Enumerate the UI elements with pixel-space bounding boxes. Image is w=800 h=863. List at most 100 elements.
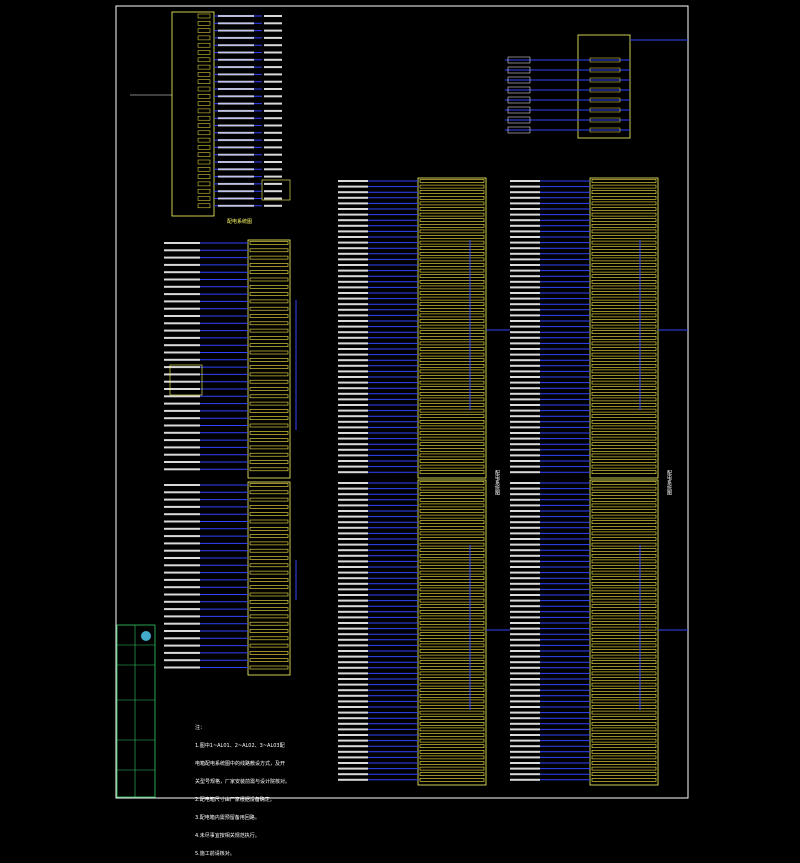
right-upper-breaker <box>591 363 657 368</box>
right-lower-circuit-label <box>510 610 540 613</box>
center-lower-circuit-label <box>338 717 368 720</box>
right-lower-breaker <box>591 777 657 782</box>
center-upper-circuit-label <box>338 308 368 311</box>
mid-left-upper-circuit-label <box>164 336 200 339</box>
center-upper-circuit-label <box>338 420 368 423</box>
top-left-breaker <box>197 152 211 157</box>
center-upper-breaker <box>419 201 485 206</box>
center-upper-breaker <box>419 257 485 262</box>
center-upper-circuit-label <box>338 342 368 345</box>
right-upper-breaker <box>591 324 657 329</box>
right-upper-breaker <box>591 386 657 391</box>
center-upper-breaker <box>419 330 485 335</box>
center-lower-breaker <box>419 721 485 726</box>
center-lower-breaker <box>419 688 485 693</box>
right-upper-breaker <box>591 391 657 396</box>
right-upper-circuit-label <box>510 336 540 339</box>
center-lower-breaker <box>419 766 485 771</box>
mid-left-lower-breaker <box>249 599 289 604</box>
top-right-device <box>507 66 531 74</box>
right-upper-circuit-label <box>510 264 540 266</box>
top-left-breaker <box>197 137 211 143</box>
top-left-circuit-label <box>218 139 254 142</box>
right-upper-circuit-label <box>510 348 540 350</box>
mid-left-upper-breaker <box>249 394 289 399</box>
top-left-load-label <box>264 51 282 54</box>
center-lower-circuit-label <box>338 734 368 736</box>
center-lower-breaker <box>419 665 485 670</box>
right-upper-breaker <box>591 341 657 346</box>
right-upper-circuit-label <box>510 325 540 328</box>
top-left-breaker <box>197 72 211 77</box>
right-upper-breaker <box>591 212 657 217</box>
top-left-load-label <box>264 204 282 207</box>
center-upper-breaker <box>419 246 485 250</box>
mid-left-upper-circuit-label <box>164 300 200 303</box>
mid-left-upper-circuit-label <box>164 380 200 383</box>
center-upper-breaker <box>419 184 485 189</box>
right-upper-circuit-label <box>510 387 540 390</box>
mid-left-upper-breaker <box>249 438 289 442</box>
center-upper-circuit-label <box>338 465 368 468</box>
center-lower-breaker <box>419 626 485 631</box>
mid-left-lower-breaker <box>249 621 289 626</box>
right-upper-breaker <box>591 263 657 267</box>
right-lower-circuit-label <box>510 554 540 557</box>
center-lower-breaker <box>419 503 485 508</box>
right-lower-breaker <box>591 693 657 698</box>
top-left-circuit-label <box>218 153 254 156</box>
mid-left-upper-circuit-label <box>164 249 200 252</box>
right-lower-circuit-label <box>510 773 540 776</box>
center-upper-circuit-label <box>338 471 368 474</box>
right-upper-circuit-label <box>510 219 540 222</box>
right-lower-circuit-label <box>510 538 540 540</box>
right-lower-breaker <box>591 772 657 777</box>
center-lower-circuit-label <box>338 577 368 580</box>
center-lower-circuit-label <box>338 560 368 563</box>
right-upper-breaker <box>591 179 657 183</box>
right-upper-circuit-label <box>510 224 540 227</box>
center-upper-breaker <box>419 224 485 228</box>
right-lower-circuit-label <box>510 515 540 518</box>
right-lower-breaker <box>591 766 657 771</box>
right-upper-circuit-label <box>510 303 540 306</box>
top-left-breaker <box>197 145 211 150</box>
center-upper-circuit-label <box>338 258 368 261</box>
center-lower-circuit-label <box>338 773 368 776</box>
center-lower-circuit-label <box>338 566 368 568</box>
mid-left-lower-breaker <box>249 519 289 524</box>
center-upper-breaker <box>419 196 485 200</box>
center-lower-circuit-label <box>338 554 368 557</box>
right-upper-breaker <box>591 268 657 273</box>
center-lower-circuit-label <box>338 627 368 630</box>
mid-left-lower-breaker <box>249 526 289 531</box>
center-upper-breaker <box>419 218 485 222</box>
center-lower-breaker <box>419 632 485 637</box>
mid-left-upper-breaker <box>249 452 289 457</box>
top-left-breaker <box>197 94 211 99</box>
right-lower-breaker <box>591 755 657 760</box>
right-upper-circuit-label <box>510 247 540 250</box>
mid-left-lower-circuit-label <box>164 666 200 669</box>
right-upper-breaker <box>591 196 657 200</box>
mid-left-upper-circuit-label <box>164 388 200 390</box>
right-upper-breaker <box>591 380 657 385</box>
right-lower-breaker <box>591 497 657 502</box>
right-lower-circuit-label <box>510 566 540 568</box>
top-left-breaker <box>197 159 211 165</box>
top-left-circuit-label <box>218 161 254 163</box>
right-lower-breaker <box>591 621 657 625</box>
right-upper-circuit-label <box>510 275 540 278</box>
mid-left-upper-bus <box>247 239 291 479</box>
top-right-breaker <box>589 97 621 103</box>
center-upper-breaker <box>419 447 485 452</box>
top-left-circuit-label <box>218 66 254 69</box>
right-lower-circuit-label <box>510 762 540 764</box>
mid-left-upper-circuit-label <box>164 271 200 274</box>
top-left-breaker <box>197 79 211 84</box>
center-lower-circuit-label <box>338 610 368 613</box>
right-lower-circuit-label <box>510 532 540 535</box>
right-lower-breaker <box>591 643 657 648</box>
right-upper-breaker <box>591 447 657 452</box>
center-lower-circuit-label <box>338 722 368 725</box>
